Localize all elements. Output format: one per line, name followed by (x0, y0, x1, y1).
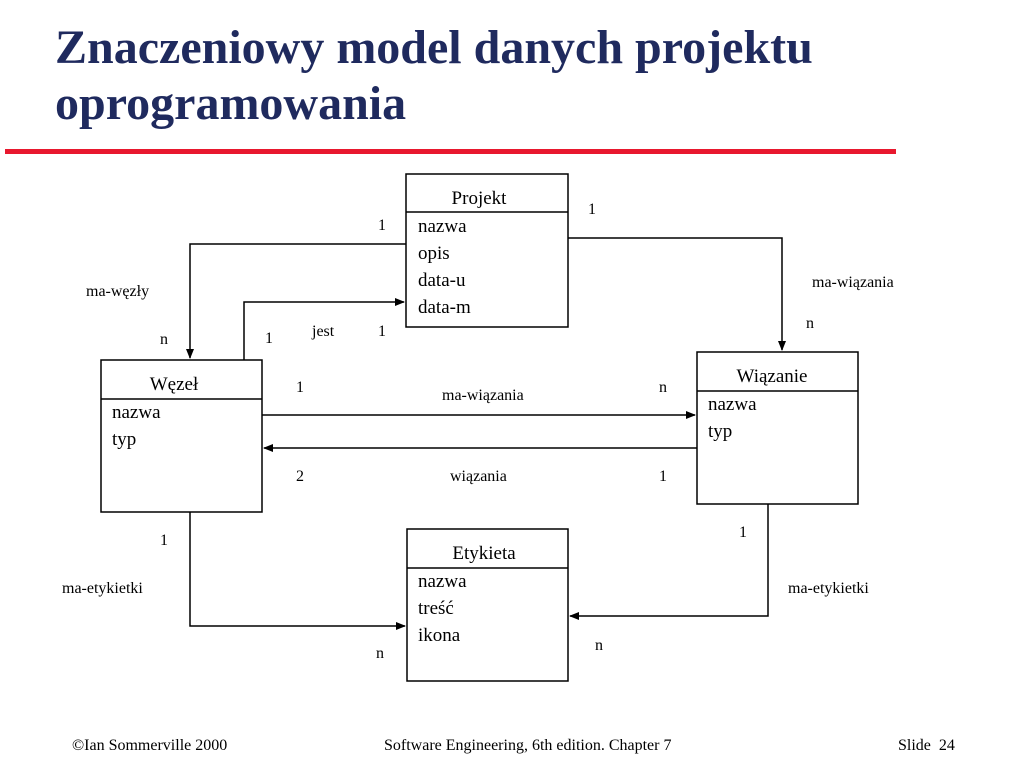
slide-title: Znaczeniowy model danych projektu oprogr… (55, 20, 955, 132)
footer-copyright: ©Ian Sommerville 2000 (72, 737, 228, 754)
entity-projekt-attr-0: nazwa (418, 216, 467, 237)
entity-wiazanie-name: Wiązanie (737, 366, 808, 387)
relation-wiazania-card-to: 2 (296, 468, 304, 485)
title-underline (5, 149, 896, 154)
relation-ma-wezly-label: ma-węzły (86, 283, 149, 300)
title-line-1: Znaczeniowy model danych projektu (55, 21, 813, 74)
entity-etykieta-attr-0: nazwa (418, 571, 467, 592)
entity-wiazanie: Wiązanie nazwa typ (696, 351, 859, 505)
entity-wezel: Węzeł nazwa typ (100, 359, 263, 513)
relation-wiazania-label: wiązania (450, 468, 507, 485)
entity-etykieta-attr-2: ikona (418, 625, 461, 646)
relation-wezel-ma-etykietki-card-from: 1 (160, 532, 168, 549)
entity-wezel-name: Węzeł (150, 374, 199, 395)
relation-wiazanie-ma-etykietki-card-from: 1 (739, 524, 747, 541)
relation-wiazanie-ma-etykietki-card-to: n (595, 637, 603, 654)
relation-wezel-ma-wiazania-label: ma-wiązania (442, 387, 524, 404)
relation-projekt-ma-wiazania-card-to: n (806, 315, 814, 332)
footer-slide-number: Slide 24 (898, 737, 955, 754)
relation-wezel-ma-etykietki: ma-etykietki 1 n (62, 512, 406, 662)
entity-projekt-attr-2: data-u (418, 270, 466, 291)
relation-wezel-ma-wiazania: ma-wiązania 1 n (262, 379, 696, 419)
entity-projekt: Projekt nazwa opis data-u data-m (405, 173, 569, 328)
title-line-2: oprogramowania (55, 77, 407, 130)
entity-projekt-attr-1: opis (418, 243, 450, 264)
relation-wezel-ma-etykietki-label: ma-etykietki (62, 580, 143, 597)
entity-etykieta-name: Etykieta (452, 543, 516, 564)
entity-wezel-attr-1: typ (112, 429, 136, 450)
relation-wiazanie-ma-etykietki-label: ma-etykietki (788, 580, 869, 597)
relation-wezel-ma-etykietki-card-to: n (376, 645, 384, 662)
relation-wezel-ma-wiazania-card-to: n (659, 379, 667, 396)
entity-wiazanie-attr-1: typ (708, 421, 732, 442)
entity-etykieta-attr-1: treść (418, 598, 454, 619)
entity-etykieta: Etykieta nazwa treść ikona (406, 528, 569, 682)
relation-wiazania: wiązania 1 2 (263, 444, 697, 485)
relation-wezel-ma-wiazania-card-from: 1 (296, 379, 304, 396)
relation-ma-wezly-card-from: 1 (378, 217, 386, 234)
relation-projekt-ma-wiazania-label: ma-wiązania (812, 274, 894, 291)
entity-wiazanie-attr-0: nazwa (708, 394, 757, 415)
relation-projekt-ma-wiazania: ma-wiązania 1 n (568, 201, 894, 351)
entity-wezel-attr-0: nazwa (112, 402, 161, 423)
entity-projekt-attr-3: data-m (418, 297, 471, 318)
relation-ma-wezly-card-to: n (160, 331, 168, 348)
footer-book-title: Software Engineering, 6th edition. Chapt… (384, 737, 672, 754)
relation-jest-label: jest (311, 323, 335, 340)
relation-wiazanie-ma-etykietki: ma-etykietki 1 n (569, 504, 869, 654)
relation-projekt-ma-wiazania-card-from: 1 (588, 201, 596, 218)
relation-jest-card-to: 1 (378, 323, 386, 340)
entity-projekt-name: Projekt (452, 188, 508, 209)
relation-wiazania-card-from: 1 (659, 468, 667, 485)
relation-jest-card-from: 1 (265, 330, 273, 347)
relation-jest: jest 1 1 (243, 298, 405, 360)
relation-ma-wezly: ma-węzły 1 n (86, 217, 406, 359)
